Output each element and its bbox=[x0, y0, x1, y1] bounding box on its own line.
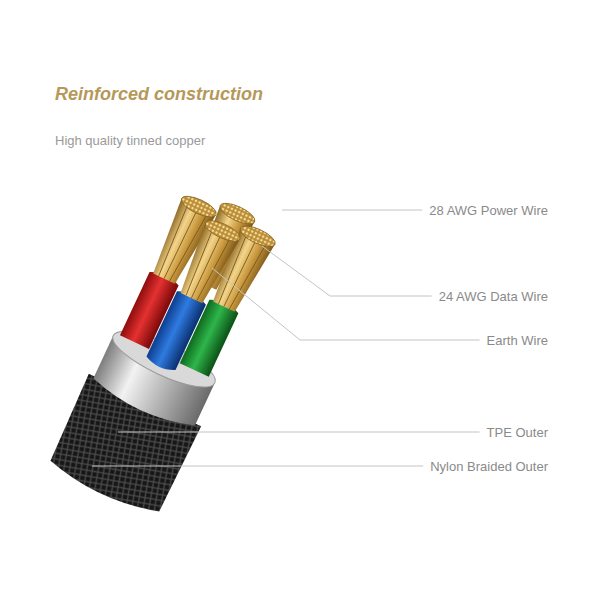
subtitle: High quality tinned copper bbox=[55, 133, 205, 148]
part-label: Earth Wire bbox=[487, 333, 548, 348]
leader-line bbox=[262, 246, 432, 296]
leader-line bbox=[118, 432, 480, 433]
part-label: 28 AWG Power Wire bbox=[429, 203, 548, 218]
leader-line bbox=[92, 466, 423, 467]
part-label: 24 AWG Data Wire bbox=[439, 289, 548, 304]
leader-line bbox=[212, 268, 480, 340]
diagram-title: Reinforced construction bbox=[55, 84, 263, 105]
part-label: Nylon Braided Outer bbox=[430, 459, 548, 474]
leader-line bbox=[282, 210, 422, 211]
part-label: TPE Outer bbox=[487, 425, 548, 440]
